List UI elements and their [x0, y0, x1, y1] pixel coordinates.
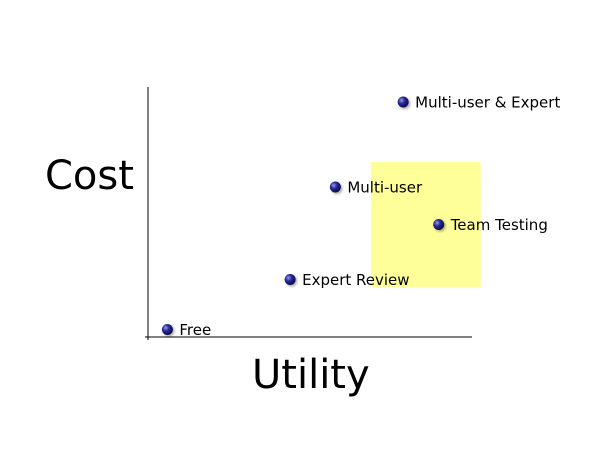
- data-point-marker: [284, 274, 296, 285]
- data-point: Multi-user: [329, 179, 423, 197]
- data-point-label: Team Testing: [450, 216, 548, 234]
- data-point-marker: [161, 324, 173, 335]
- data-point-marker: [329, 181, 341, 193]
- y-axis-label: Cost: [45, 153, 134, 199]
- data-point: Expert Review: [284, 271, 410, 289]
- highlight-region: [370, 162, 481, 287]
- x-axis-label: Utility: [252, 352, 370, 398]
- data-point: Multi-user & Expert: [397, 94, 560, 112]
- data-point: Team Testing: [433, 216, 548, 234]
- data-point-marker: [397, 96, 409, 108]
- data-point-label: Multi-user: [347, 179, 423, 197]
- data-point: Free: [161, 321, 211, 339]
- data-point-label: Multi-user & Expert: [415, 94, 560, 112]
- data-point-label: Expert Review: [302, 271, 409, 289]
- data-point-marker: [433, 219, 445, 230]
- data-point-label: Free: [179, 321, 211, 339]
